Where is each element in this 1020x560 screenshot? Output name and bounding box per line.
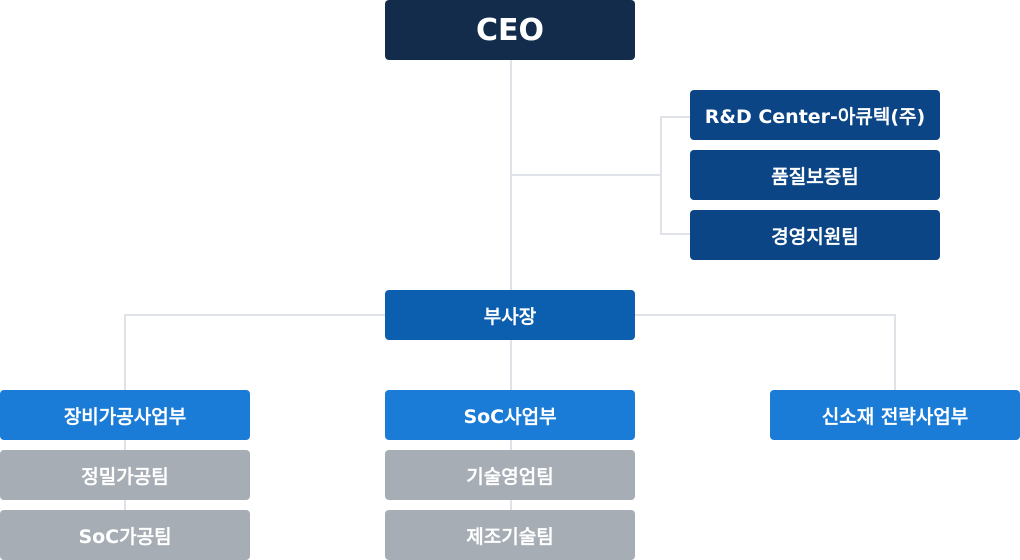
division-equipment-machining: 장비가공사업부 (0, 390, 250, 440)
team-manufacturing-technology: 제조기술팀 (385, 510, 635, 560)
connector-division-2 (510, 340, 512, 390)
connector-staff-branch (511, 174, 661, 176)
connector-staff-spine (660, 116, 662, 234)
connector-staff-1 (660, 116, 690, 118)
team-soc-machining: SoC가공팀 (0, 510, 250, 560)
staff-quality-assurance: 품질보증팀 (690, 150, 940, 200)
vice-president-box: 부사장 (385, 290, 635, 340)
team-precision-machining: 정밀가공팀 (0, 450, 250, 500)
team-technical-sales: 기술영업팀 (385, 450, 635, 500)
connector-division-3 (894, 314, 896, 390)
division-soc: SoC사업부 (385, 390, 635, 440)
connector-staff-3 (660, 233, 690, 235)
connector-division-1 (124, 314, 126, 390)
division-new-materials: 신소재 전략사업부 (770, 390, 1020, 440)
staff-rnd-center: R&D Center-아큐텍(주) (690, 90, 940, 140)
staff-management-support: 경영지원팀 (690, 210, 940, 260)
ceo-box: CEO (385, 0, 635, 60)
